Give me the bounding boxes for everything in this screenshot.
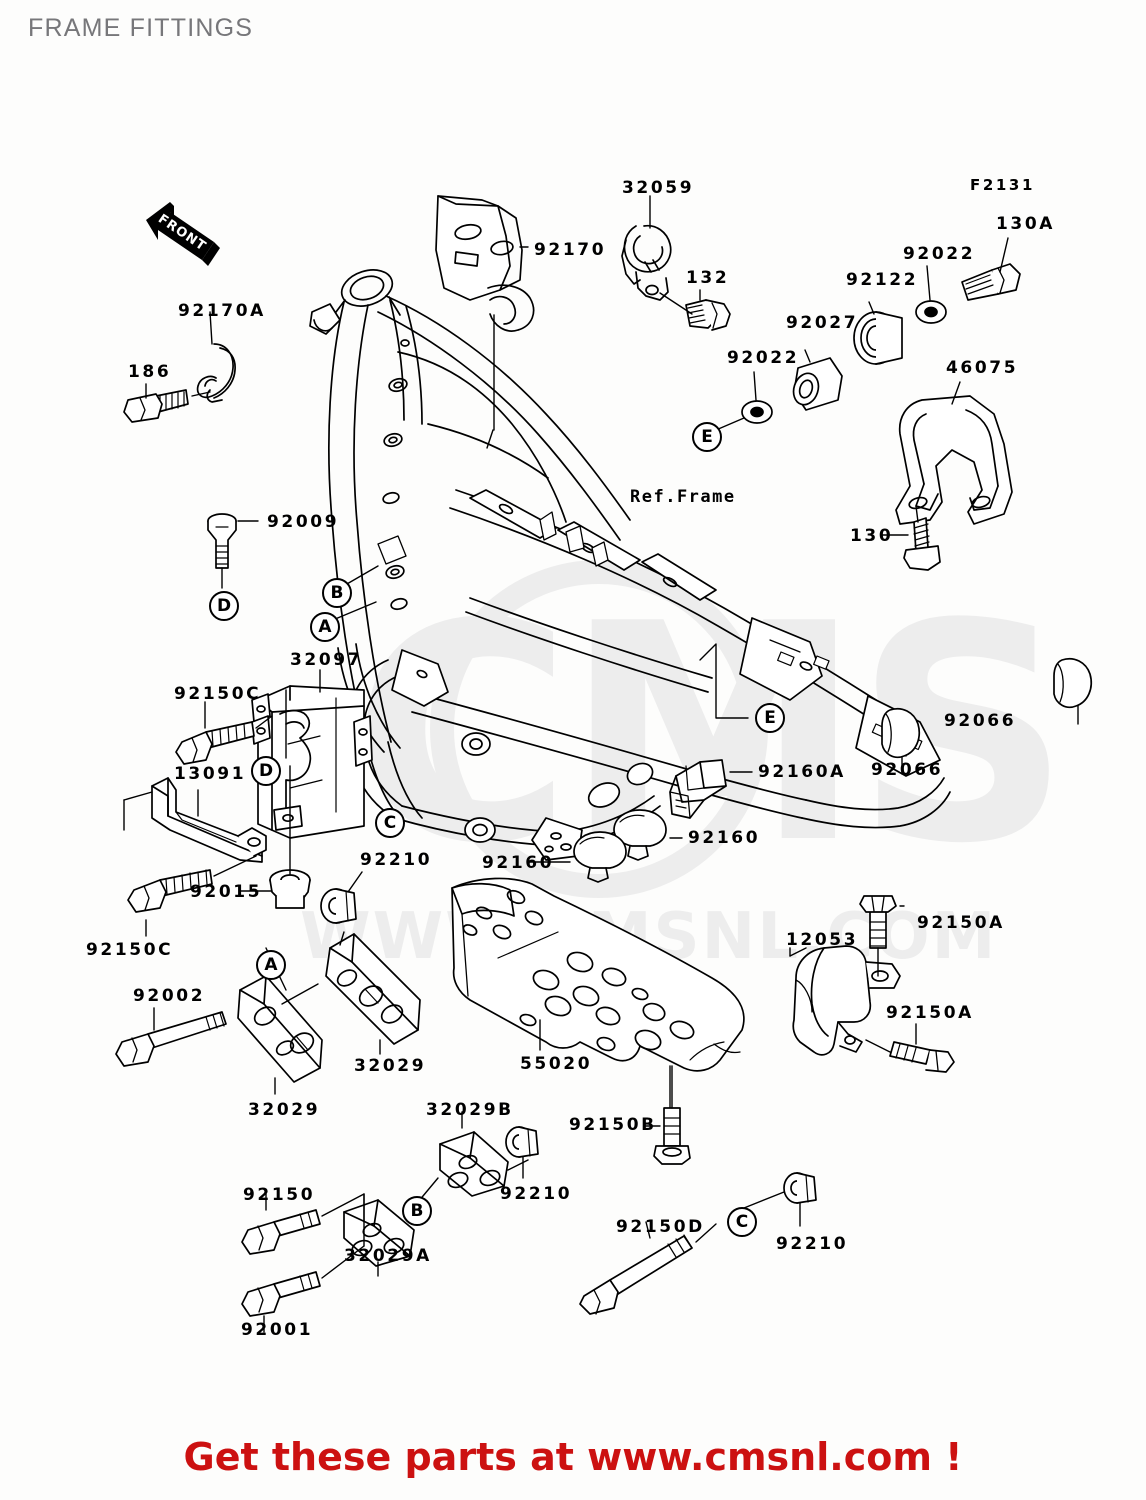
assembly-marker-d-2: D: [251, 756, 281, 786]
part-label-92210-upper: 92210: [360, 850, 433, 870]
part-label-32029-right: 32029: [354, 1056, 427, 1076]
part-label-92160a: 92160A: [758, 762, 846, 782]
part-label-92022-upper: 92022: [903, 244, 976, 264]
part-label-92122: 92122: [846, 270, 919, 290]
part-label-92150c-lower: 92150C: [86, 940, 174, 960]
part-label-32029-left: 32029: [248, 1100, 321, 1120]
part-label-32097: 32097: [290, 650, 363, 670]
diagram-reference-code: F2131: [970, 176, 1035, 194]
part-label-130: 130: [850, 526, 894, 546]
part-label-130a: 130A: [996, 214, 1056, 234]
part-label-92150c-upper: 92150C: [174, 684, 262, 704]
part-label-132: 132: [686, 268, 730, 288]
part-label-46075: 46075: [946, 358, 1019, 378]
part-label-92210-mid: 92210: [500, 1184, 573, 1204]
part-label-92160-left: 92160: [482, 853, 555, 873]
part-label-32029a: 32029A: [344, 1246, 432, 1266]
part-label-92170a: 92170A: [178, 301, 266, 321]
part-label-92150b: 92150B: [569, 1115, 657, 1135]
part-label-92066-right: 92066: [944, 711, 1017, 731]
part-label-92150a-lower: 92150A: [886, 1003, 974, 1023]
assembly-marker-e-2: E: [755, 703, 785, 733]
part-label-92066-left: 92066: [871, 760, 944, 780]
page-title: FRAME FITTINGS: [28, 14, 254, 42]
part-label-92210-right: 92210: [776, 1234, 849, 1254]
assembly-marker-c-2: C: [727, 1207, 757, 1237]
part-label-92022-lower: 92022: [727, 348, 800, 368]
part-label-92009: 92009: [267, 512, 340, 532]
part-label-13091: 13091: [174, 764, 247, 784]
part-label-92160-right: 92160: [688, 828, 761, 848]
assembly-marker-b-2: B: [402, 1196, 432, 1226]
front-direction-arrow-icon: FRONT: [146, 202, 220, 266]
assembly-marker-a-2: A: [256, 950, 286, 980]
part-label-92170: 92170: [534, 240, 607, 260]
part-label-92001: 92001: [241, 1320, 314, 1340]
part-label-32059: 32059: [622, 178, 695, 198]
frame-reference-label: Ref.Frame: [630, 487, 736, 507]
assembly-marker-a-1: A: [310, 612, 340, 642]
part-label-32029b: 32029B: [426, 1100, 514, 1120]
part-label-12053: 12053: [786, 930, 859, 950]
part-label-92027: 92027: [786, 313, 859, 333]
assembly-marker-b-1: B: [322, 578, 352, 608]
part-label-92150a-upper: 92150A: [917, 913, 1005, 933]
part-label-92002: 92002: [133, 986, 206, 1006]
part-label-92015: 92015: [190, 882, 263, 902]
assembly-marker-d-1: D: [209, 591, 239, 621]
part-label-186: 186: [128, 362, 172, 382]
part-label-92150: 92150: [243, 1185, 316, 1205]
part-label-55020: 55020: [520, 1054, 593, 1074]
footer-cta-text: Get these parts at www.cmsnl.com !: [183, 1435, 963, 1479]
assembly-marker-e-1: E: [692, 422, 722, 452]
assembly-marker-c-1: C: [375, 808, 405, 838]
part-label-92150d: 92150D: [616, 1217, 705, 1237]
